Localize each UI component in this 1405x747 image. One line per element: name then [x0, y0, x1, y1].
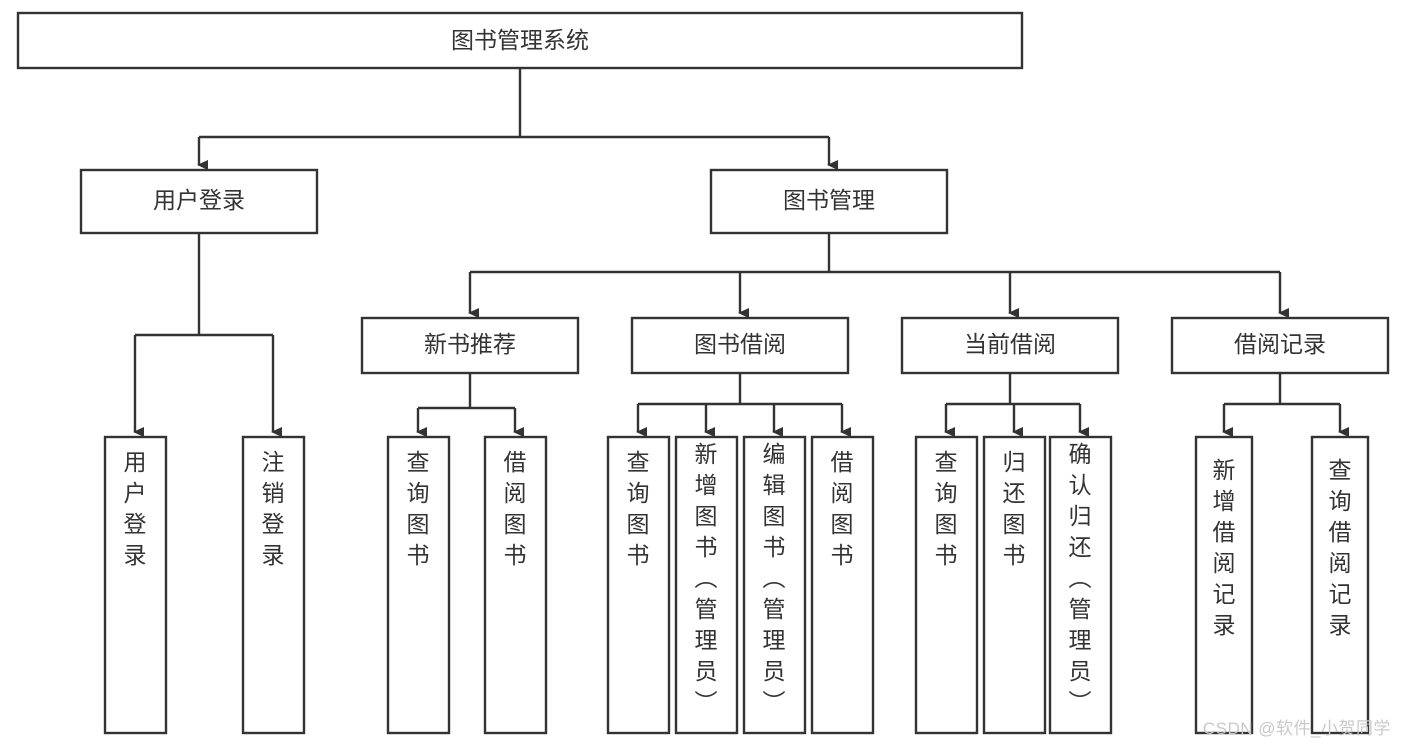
connector-group-new-book-rec	[416, 373, 524, 437]
leaf-add-book-admin[interactable]: 新增图书︵管理员︶	[674, 435, 739, 735]
node-current-borrow-label: 当前借阅	[964, 331, 1056, 357]
leaf-borrow-book-bb-box[interactable]	[810, 435, 875, 735]
node-book-management-label: 图书管理	[783, 187, 875, 213]
leaf-confirm-return-admin-box[interactable]	[1048, 435, 1113, 735]
node-borrow-record-box[interactable]	[1170, 316, 1390, 375]
leaf-query-borrow-record-box[interactable]	[1310, 435, 1370, 735]
leaf-add-book-admin-box[interactable]	[674, 435, 739, 735]
leaf-query-book-cb-label: 查询图书	[935, 449, 958, 568]
connector-group-current-borrow	[944, 373, 1089, 437]
node-new-book-recommend[interactable]: 新书推荐	[360, 316, 580, 375]
node-book-borrow-label: 图书借阅	[694, 331, 786, 357]
connector-group-borrow-record	[1222, 373, 1349, 437]
leaf-add-borrow-record-box[interactable]	[1194, 435, 1254, 735]
leaf-logout[interactable]: 注销登录	[241, 435, 306, 735]
node-user-login-box[interactable]	[79, 168, 319, 235]
node-root[interactable]: 图书管理系统	[16, 11, 1024, 70]
node-new-book-recommend-label: 新书推荐	[424, 331, 516, 357]
node-new-book-recommend-box[interactable]	[360, 316, 580, 375]
leaf-return-book-box[interactable]	[982, 435, 1047, 735]
leaf-query-book-nbr[interactable]: 查询图书	[386, 435, 451, 735]
node-user-login[interactable]: 用户登录	[79, 168, 319, 235]
node-book-borrow-box[interactable]	[630, 316, 850, 375]
leaf-return-book[interactable]: 归还图书	[982, 435, 1047, 735]
leaf-user-login-label: 用户登录	[124, 449, 147, 568]
node-root-label: 图书管理系统	[451, 27, 589, 53]
leaf-user-login[interactable]: 用户登录	[103, 435, 168, 735]
leaf-borrow-book-nbr-label: 借阅图书	[504, 449, 527, 568]
node-current-borrow[interactable]: 当前借阅	[900, 316, 1120, 375]
leaf-edit-book-admin[interactable]: 编辑图书︵管理员︶	[742, 435, 807, 735]
node-borrow-record[interactable]: 借阅记录	[1170, 316, 1390, 375]
node-current-borrow-box[interactable]	[900, 316, 1120, 375]
leaf-query-book-cb[interactable]: 查询图书	[914, 435, 979, 735]
leaf-query-book-bb-box[interactable]	[606, 435, 671, 735]
node-book-management-box[interactable]	[709, 168, 949, 235]
leaf-add-book-admin-label: 新增图书︵管理员︶	[695, 441, 718, 715]
connector-group-user-login	[133, 233, 282, 437]
node-book-borrow[interactable]: 图书借阅	[630, 316, 850, 375]
leaf-confirm-return-admin-label: 确认归还︵管理员︶	[1069, 441, 1092, 715]
leaf-borrow-book-nbr-box[interactable]	[483, 435, 548, 735]
leaf-add-borrow-record-label: 新增借阅记录	[1213, 457, 1236, 638]
connector-group-root	[197, 68, 838, 170]
leaf-user-login-box[interactable]	[103, 435, 168, 735]
leaf-return-book-label: 归还图书	[1003, 449, 1026, 568]
leaf-confirm-return-admin[interactable]: 确认归还︵管理员︶	[1048, 435, 1113, 735]
leaf-query-book-bb[interactable]: 查询图书	[606, 435, 671, 735]
node-borrow-record-label: 借阅记录	[1234, 331, 1326, 357]
leaf-edit-book-admin-label: 编辑图书︵管理员︶	[763, 441, 786, 715]
leaf-query-book-bb-label: 查询图书	[627, 449, 650, 568]
leaf-edit-book-admin-box[interactable]	[742, 435, 807, 735]
csdn-watermark: CSDN @软件_小贺同学	[1202, 719, 1391, 738]
leaf-query-book-nbr-label: 查询图书	[407, 449, 430, 568]
leaf-logout-box[interactable]	[241, 435, 306, 735]
node-user-login-label: 用户登录	[153, 187, 245, 213]
leaf-query-book-cb-box[interactable]	[914, 435, 979, 735]
leaf-logout-label: 注销登录	[262, 449, 285, 568]
leaf-query-book-nbr-box[interactable]	[386, 435, 451, 735]
leaf-query-borrow-record-label: 查询借阅记录	[1329, 457, 1352, 638]
connector-group-book-mgmt	[468, 233, 1289, 318]
leaf-borrow-book-bb[interactable]: 借阅图书	[810, 435, 875, 735]
leaf-borrow-book-nbr[interactable]: 借阅图书	[483, 435, 548, 735]
node-root-box[interactable]	[16, 11, 1024, 70]
leaf-borrow-book-bb-label: 借阅图书	[831, 449, 854, 568]
leaf-query-borrow-record[interactable]: 查询借阅记录	[1310, 435, 1370, 735]
leaf-add-borrow-record[interactable]: 新增借阅记录	[1194, 435, 1254, 735]
node-book-management[interactable]: 图书管理	[709, 168, 949, 235]
connector-group-book-borrow	[636, 373, 851, 437]
